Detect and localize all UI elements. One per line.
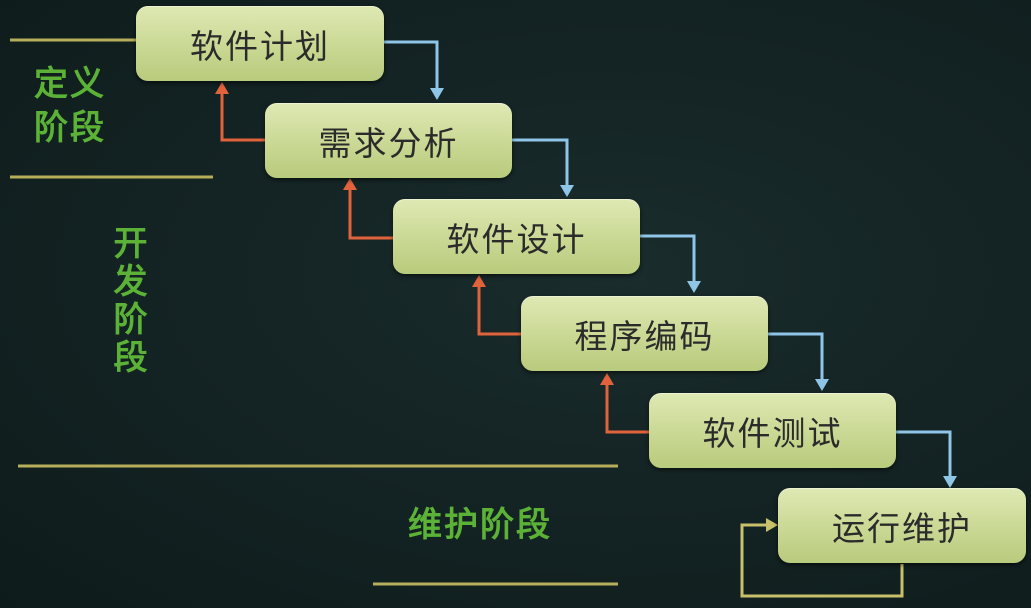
- backward-arrowhead-2: [343, 178, 357, 190]
- phase-definition-line2: 阶段: [34, 108, 106, 148]
- forward-arrow-3: [640, 234, 696, 283]
- step-operation-maintenance: 运行维护: [778, 488, 1026, 563]
- step-label: 软件计划: [190, 26, 330, 66]
- step-label: 软件设计: [446, 219, 587, 259]
- backward-arrowhead-4: [600, 373, 614, 385]
- backward-arrow-2: [348, 188, 393, 240]
- phase-definition-label: 定义 阶段: [34, 62, 106, 150]
- forward-arrowhead-4: [815, 379, 829, 391]
- phase-development-label: 开发阶段: [107, 225, 147, 377]
- forward-arrow-4: [768, 332, 824, 381]
- forward-arrowhead-3: [687, 281, 701, 293]
- step-label: 程序编码: [574, 316, 715, 356]
- step-label: 运行维护: [832, 508, 972, 548]
- step-software-design: 软件设计: [393, 199, 640, 274]
- forward-arrow-1: [384, 40, 439, 90]
- phase-definition-line1: 定义: [34, 64, 106, 104]
- loop-arrowhead: [766, 518, 778, 532]
- forward-arrow-5: [896, 430, 952, 478]
- forward-arrow-2: [512, 138, 569, 187]
- phase-maintenance-label: 维护阶段: [408, 505, 552, 545]
- step-software-testing: 软件测试: [649, 393, 896, 468]
- backward-arrow-4: [605, 383, 649, 434]
- step-requirements-analysis: 需求分析: [265, 103, 512, 178]
- forward-arrowhead-1: [430, 88, 444, 100]
- backward-arrow-3: [477, 285, 521, 336]
- step-label: 软件测试: [702, 413, 843, 453]
- step-coding: 程序编码: [521, 296, 768, 371]
- backward-arrowhead-3: [472, 275, 486, 287]
- backward-arrow-1: [220, 92, 265, 142]
- step-software-plan: 软件计划: [136, 6, 384, 81]
- forward-arrowhead-2: [560, 185, 574, 197]
- forward-arrowhead-5: [943, 476, 957, 488]
- loop-arrow: [740, 523, 904, 598]
- backward-arrowhead-1: [215, 82, 229, 94]
- step-label: 需求分析: [318, 123, 459, 163]
